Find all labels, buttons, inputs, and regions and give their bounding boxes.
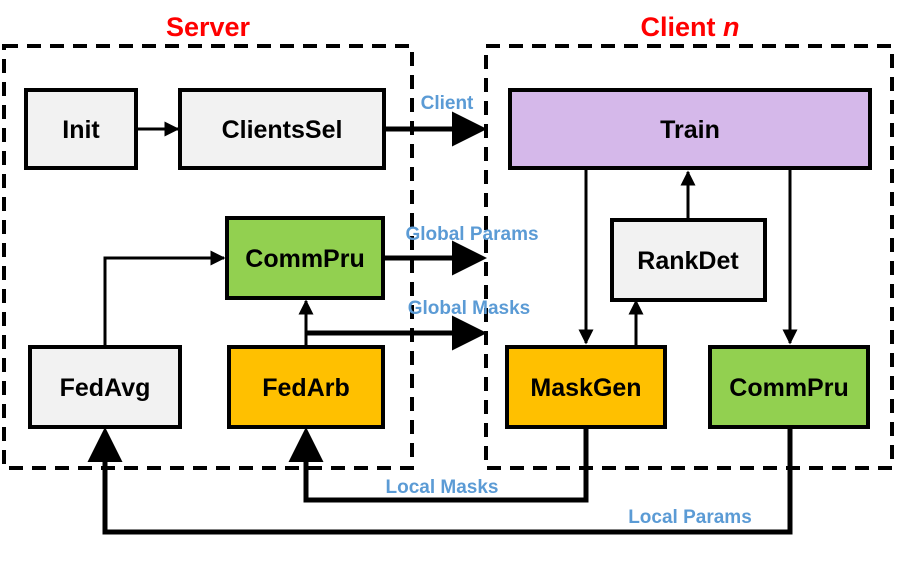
node-client-commpru-label: CommPru — [729, 374, 848, 402]
node-init-label: Init — [62, 116, 100, 144]
node-init: Init — [24, 88, 138, 170]
node-maskgen: MaskGen — [505, 345, 667, 429]
node-clientssel: ClientsSel — [178, 88, 386, 170]
node-fedarb: FedArb — [227, 345, 385, 429]
node-server-commpru: CommPru — [225, 216, 385, 300]
node-fedavg-label: FedAvg — [60, 374, 151, 402]
arrow-local-masks — [288, 427, 589, 503]
edge-label-global-params: Global Params — [405, 224, 538, 245]
edge-label-local-params: Local Params — [628, 507, 752, 528]
edge-label-local-masks: Local Masks — [386, 477, 499, 498]
server-region — [2, 44, 414, 470]
node-train-label: Train — [660, 116, 720, 144]
edge-label-client: Client — [421, 93, 474, 114]
client-title-prefix: Client — [640, 12, 723, 42]
arrow-fedavg-to-commpru — [103, 250, 226, 347]
server-title: Server — [166, 12, 251, 42]
node-fedavg: FedAvg — [28, 345, 182, 429]
node-client-commpru: CommPru — [708, 345, 870, 429]
node-maskgen-label: MaskGen — [530, 374, 641, 402]
node-rankdet: RankDet — [610, 218, 767, 302]
node-clientssel-label: ClientsSel — [222, 116, 343, 144]
node-server-commpru-label: CommPru — [245, 245, 364, 273]
client-title-variable: n — [723, 12, 740, 42]
client-title: Client n — [640, 12, 739, 42]
node-train: Train — [508, 88, 872, 170]
node-fedarb-label: FedArb — [262, 374, 350, 402]
edge-label-global-masks: Global Masks — [408, 298, 531, 319]
node-rankdet-label: RankDet — [637, 247, 739, 275]
arrow-local-params — [87, 427, 793, 535]
